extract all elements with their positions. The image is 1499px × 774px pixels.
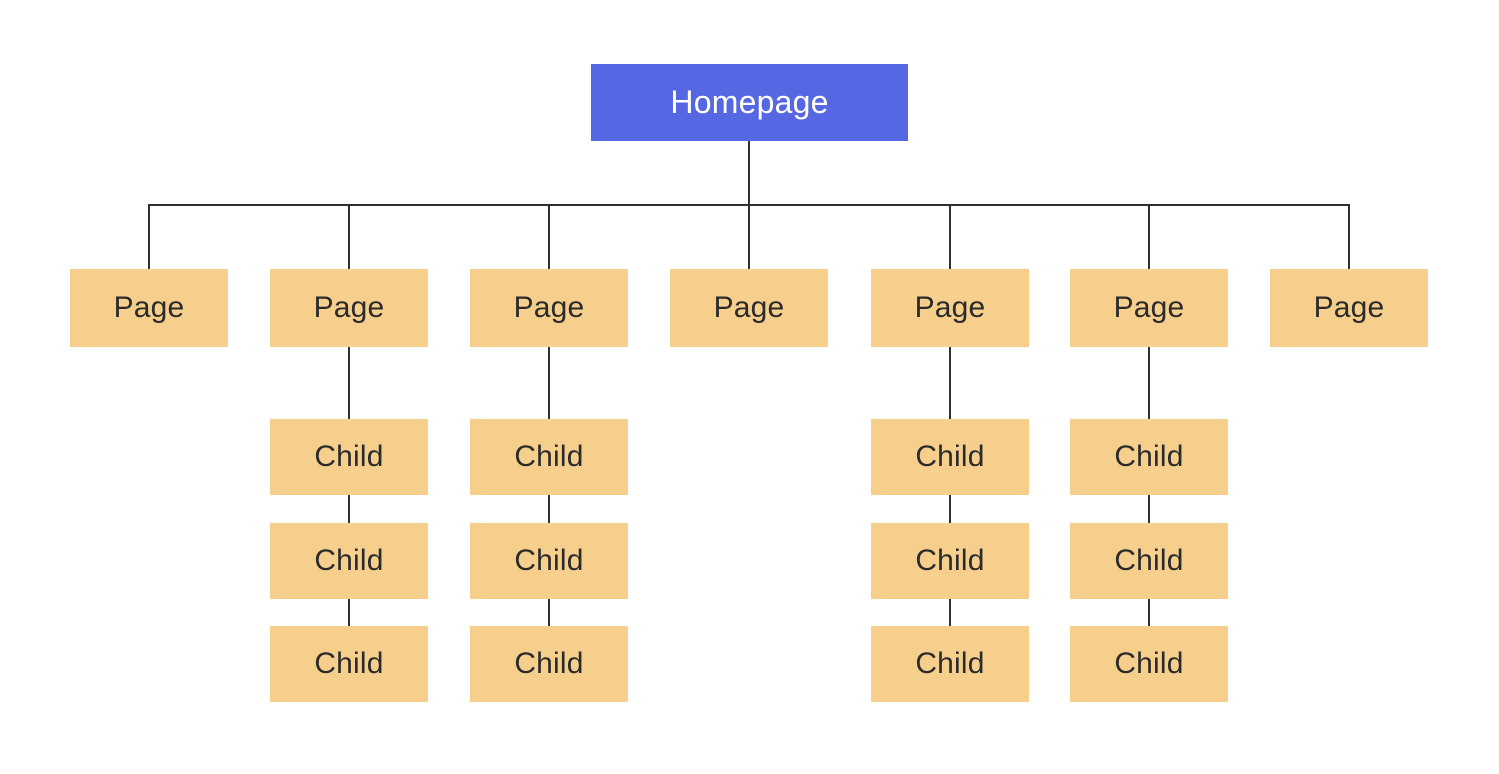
- node-homepage[interactable]: Homepage: [591, 64, 908, 141]
- connector-stub-page-7: [1348, 204, 1350, 269]
- connector-horizontal-bus: [148, 204, 1350, 206]
- connector-stub-page-5: [949, 204, 951, 269]
- connector-page3-child2: [548, 495, 550, 523]
- connector-stub-page-2: [348, 204, 350, 269]
- node-page-5-child-2[interactable]: Child: [871, 523, 1029, 599]
- connector-stub-page-1: [148, 204, 150, 269]
- node-page-5[interactable]: Page: [871, 269, 1029, 347]
- connector-page2-child3: [348, 599, 350, 626]
- connector-stub-page-3: [548, 204, 550, 269]
- node-page-4[interactable]: Page: [670, 269, 828, 347]
- node-page-2[interactable]: Page: [270, 269, 428, 347]
- connector-page5-child1: [949, 347, 951, 419]
- node-page-6-child-3[interactable]: Child: [1070, 626, 1228, 702]
- connector-page6-child2: [1148, 495, 1150, 523]
- node-page-3[interactable]: Page: [470, 269, 628, 347]
- connector-page2-child1: [348, 347, 350, 419]
- node-page-1[interactable]: Page: [70, 269, 228, 347]
- node-page-2-child-2[interactable]: Child: [270, 523, 428, 599]
- node-page-3-child-3[interactable]: Child: [470, 626, 628, 702]
- node-page-6-child-2[interactable]: Child: [1070, 523, 1228, 599]
- connector-page6-child1: [1148, 347, 1150, 419]
- node-page-5-child-1[interactable]: Child: [871, 419, 1029, 495]
- node-page-7[interactable]: Page: [1270, 269, 1428, 347]
- node-page-2-child-3[interactable]: Child: [270, 626, 428, 702]
- connector-page3-child1: [548, 347, 550, 419]
- connector-page3-child3: [548, 599, 550, 626]
- connector-page2-child2: [348, 495, 350, 523]
- node-page-3-child-1[interactable]: Child: [470, 419, 628, 495]
- connector-page5-child3: [949, 599, 951, 626]
- connector-page6-child3: [1148, 599, 1150, 626]
- connector-page5-child2: [949, 495, 951, 523]
- node-page-3-child-2[interactable]: Child: [470, 523, 628, 599]
- node-page-6[interactable]: Page: [1070, 269, 1228, 347]
- connector-stub-page-6: [1148, 204, 1150, 269]
- node-page-2-child-1[interactable]: Child: [270, 419, 428, 495]
- node-page-6-child-1[interactable]: Child: [1070, 419, 1228, 495]
- node-page-5-child-3[interactable]: Child: [871, 626, 1029, 702]
